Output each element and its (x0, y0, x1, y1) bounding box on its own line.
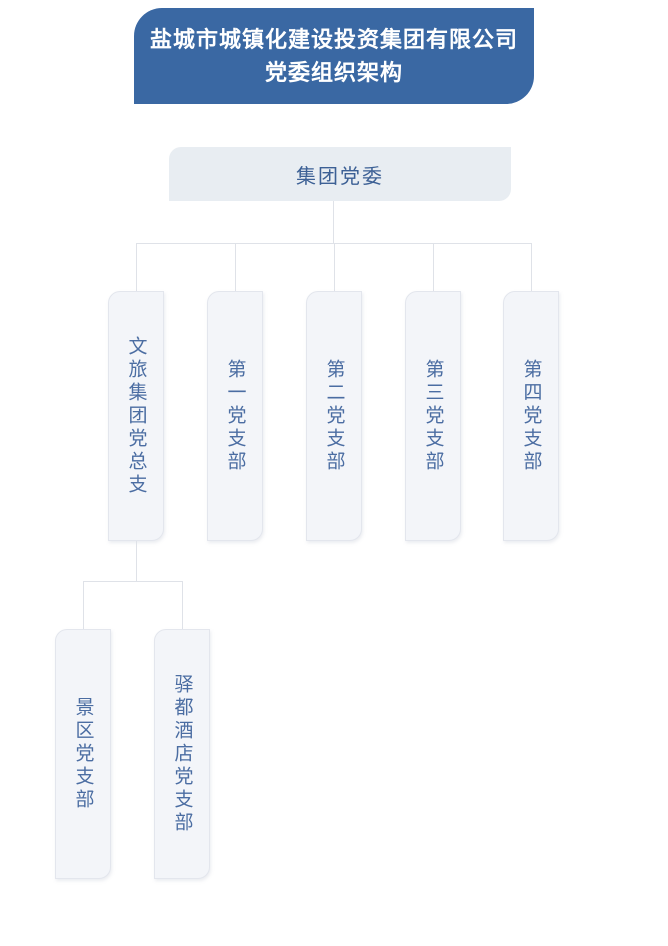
node-label: 第一党支部 (224, 358, 246, 474)
connector-branch1-drop (136, 243, 137, 291)
node-label: 集团党委 (296, 165, 384, 188)
node-scenic-area-party-branch: 景区党支部 (55, 629, 111, 879)
connector-branch5-drop (531, 243, 532, 291)
node-label: 景区党支部 (72, 696, 94, 812)
node-first-party-branch: 第一党支部 (207, 291, 263, 541)
node-label: 第二党支部 (323, 358, 345, 474)
connector-level2-rail (83, 581, 183, 582)
node-fourth-party-branch: 第四党支部 (503, 291, 559, 541)
node-group-party-committee: 集团党委 (169, 147, 511, 201)
connector-child2-drop (182, 581, 183, 629)
connector-child1-drop (83, 581, 84, 629)
connector-root-drop (333, 201, 334, 243)
chart-title-line2: 党委组织架构 (264, 60, 403, 85)
chart-title-line1: 盐城市城镇化建设投资集团有限公司 (149, 27, 518, 52)
connector-branch2-drop (235, 243, 236, 291)
connector-subtree-drop (136, 541, 137, 581)
node-label: 第四党支部 (520, 358, 542, 474)
connector-branch4-drop (433, 243, 434, 291)
node-second-party-branch: 第二党支部 (306, 291, 362, 541)
node-third-party-branch: 第三党支部 (405, 291, 461, 541)
chart-title-banner: 盐城市城镇化建设投资集团有限公司 党委组织架构 (134, 8, 534, 104)
node-yidu-hotel-party-branch: 驿都酒店党支部 (154, 629, 210, 879)
node-label: 第三党支部 (422, 358, 444, 474)
node-label: 驿都酒店党支部 (171, 673, 193, 835)
node-wenlv-group-general-branch: 文旅集团党总支 (108, 291, 164, 541)
connector-branch3-drop (334, 243, 335, 291)
node-label: 文旅集团党总支 (125, 335, 147, 497)
